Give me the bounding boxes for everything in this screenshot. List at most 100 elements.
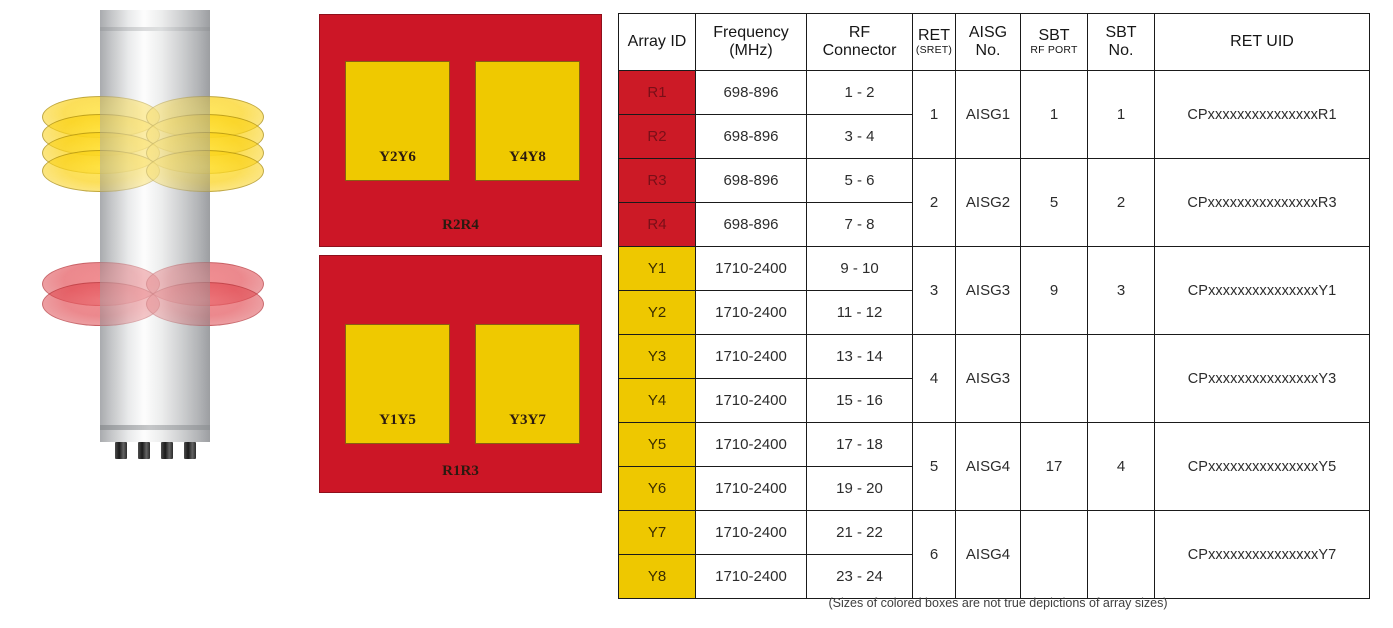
array-panel-label: R2R4	[442, 217, 479, 233]
header-array-id: Array ID	[618, 13, 696, 71]
cell-frequency: 1710-2400	[695, 554, 807, 599]
cell-frequency: 698-896	[695, 114, 807, 159]
cell-frequency: 1710-2400	[695, 334, 807, 379]
cell-ret-uid: CPxxxxxxxxxxxxxxxR3	[1154, 158, 1370, 247]
header-rf-sub: Connector	[822, 42, 897, 59]
header-ret-uid-main: RET UID	[1230, 33, 1294, 51]
cell-frequency: 1710-2400	[695, 378, 807, 423]
cell-aisg: AISG3	[955, 246, 1021, 335]
cell-rf-connector: 17 - 18	[806, 422, 913, 467]
table-row: Y3 1710-2400 13 - 14 4 AISG3 CPxxxxxxxxx…	[618, 334, 1370, 423]
yellow-lobe-right-4	[146, 150, 264, 192]
header-frequency-sub: (MHz)	[729, 42, 773, 59]
cell-aisg: AISG1	[955, 70, 1021, 159]
array-tile-label: Y4Y8	[509, 149, 546, 165]
red-lobe-right-2	[146, 282, 264, 326]
cell-rf-connector: 23 - 24	[806, 554, 913, 599]
array-tile-y4y8: Y4Y8	[475, 61, 580, 181]
cell-sbt-no: 2	[1087, 158, 1155, 247]
cell-array-id: Y8	[618, 554, 696, 599]
cell-rf-connector: 5 - 6	[806, 158, 913, 203]
cell-array-id: R2	[618, 114, 696, 159]
header-array-id-main: Array ID	[627, 33, 687, 51]
header-ret-main: RET	[918, 27, 950, 45]
table-row: Y2 1710-2400 11 - 12	[618, 290, 1370, 335]
header-aisg-sub: No.	[975, 42, 1001, 59]
bottom-connector-3	[161, 442, 173, 459]
cell-frequency: 698-896	[695, 202, 807, 247]
header-ret-sub: (SRET)	[915, 44, 953, 57]
table-row: Y1 1710-2400 9 - 10 3 AISG3 9 3 CPxxxxxx…	[618, 246, 1370, 335]
antenna-radome-diagram	[0, 0, 300, 490]
table-row: Y7 1710-2400 21 - 22 6 AISG4 CPxxxxxxxxx…	[618, 510, 1370, 599]
array-panel-r2r4: Y2Y6 Y4Y8 R2R4	[319, 14, 602, 247]
radome-top-cap	[100, 27, 210, 31]
header-ret: RET (SRET)	[912, 13, 956, 71]
cell-ret-uid: CPxxxxxxxxxxxxxxxY5	[1154, 422, 1370, 511]
array-tile-y3y7: Y3Y7	[475, 324, 580, 444]
table-row: Y5 1710-2400 17 - 18 5 AISG4 17 4 CPxxxx…	[618, 422, 1370, 511]
cell-array-id: Y4	[618, 378, 696, 423]
cell-ret-uid: CPxxxxxxxxxxxxxxxY1	[1154, 246, 1370, 335]
cell-rf-connector: 7 - 8	[806, 202, 913, 247]
cell-rf-connector: 13 - 14	[806, 334, 913, 379]
header-frequency: Frequency (MHz)	[695, 13, 807, 71]
header-sbt-no-main: SBT	[1105, 24, 1137, 42]
cell-sbt-no	[1087, 334, 1155, 423]
cell-sbt-no: 3	[1087, 246, 1155, 335]
cell-ret-uid: CPxxxxxxxxxxxxxxxR1	[1154, 70, 1370, 159]
cell-sbt-rf-port: 9	[1020, 246, 1088, 335]
cell-ret: 6	[912, 510, 956, 599]
cell-sbt-rf-port: 17	[1020, 422, 1088, 511]
bottom-connector-2	[138, 442, 150, 459]
cell-frequency: 1710-2400	[695, 246, 807, 291]
cell-sbt-no	[1087, 510, 1155, 599]
cell-array-id: Y1	[618, 246, 696, 291]
cell-rf-connector: 11 - 12	[806, 290, 913, 335]
cell-rf-connector: 15 - 16	[806, 378, 913, 423]
header-sbt-no: SBT No.	[1087, 13, 1155, 71]
cell-sbt-rf-port: 1	[1020, 70, 1088, 159]
cell-rf-connector: 3 - 4	[806, 114, 913, 159]
cell-array-id: Y3	[618, 334, 696, 379]
header-rf-main: RF	[848, 24, 871, 42]
cell-array-id: R3	[618, 158, 696, 203]
array-configuration-table: Array ID Frequency (MHz) RF Connector RE…	[618, 13, 1370, 599]
radome-bottom-cap	[100, 425, 210, 430]
array-tile-label: Y3Y7	[509, 412, 546, 428]
red-lobe-left-2	[42, 282, 160, 326]
header-sbt-port-main: SBT	[1038, 27, 1070, 45]
cell-ret-uid: CPxxxxxxxxxxxxxxxY7	[1154, 510, 1370, 599]
bottom-connector-4	[184, 442, 196, 459]
header-aisg-no: AISG No.	[955, 13, 1021, 71]
bottom-connector-1	[115, 442, 127, 459]
array-tile-y2y6: Y2Y6	[345, 61, 450, 181]
cell-array-id: Y6	[618, 466, 696, 511]
cell-array-id: Y7	[618, 510, 696, 555]
cell-ret: 1	[912, 70, 956, 159]
header-frequency-main: Frequency	[713, 24, 789, 42]
cell-array-id: Y5	[618, 422, 696, 467]
cell-ret: 4	[912, 334, 956, 423]
cell-array-id: Y2	[618, 290, 696, 335]
cell-rf-connector: 9 - 10	[806, 246, 913, 291]
cell-rf-connector: 1 - 2	[806, 70, 913, 115]
cell-sbt-no: 4	[1087, 422, 1155, 511]
table-row: R1 698-896 1 - 2 1 AISG1 1 1 CPxxxxxxxxx…	[618, 70, 1370, 159]
cell-array-id: R4	[618, 202, 696, 247]
cell-sbt-no: 1	[1087, 70, 1155, 159]
table-row: R4 698-896 7 - 8	[618, 202, 1370, 247]
cell-frequency: 1710-2400	[695, 290, 807, 335]
cell-rf-connector: 21 - 22	[806, 510, 913, 555]
cell-array-id: R1	[618, 70, 696, 115]
cell-rf-connector: 19 - 20	[806, 466, 913, 511]
cell-frequency: 698-896	[695, 158, 807, 203]
table-body: R1 698-896 1 - 2 1 AISG1 1 1 CPxxxxxxxxx…	[618, 70, 1370, 599]
cell-ret: 2	[912, 158, 956, 247]
header-sbt-rf-port: SBT RF PORT	[1020, 13, 1088, 71]
header-sbt-no-sub: No.	[1108, 42, 1134, 59]
array-panel-label: R1R3	[442, 463, 479, 479]
cell-frequency: 1710-2400	[695, 466, 807, 511]
cell-frequency: 1710-2400	[695, 510, 807, 555]
header-rf-connector: RF Connector	[806, 13, 913, 71]
